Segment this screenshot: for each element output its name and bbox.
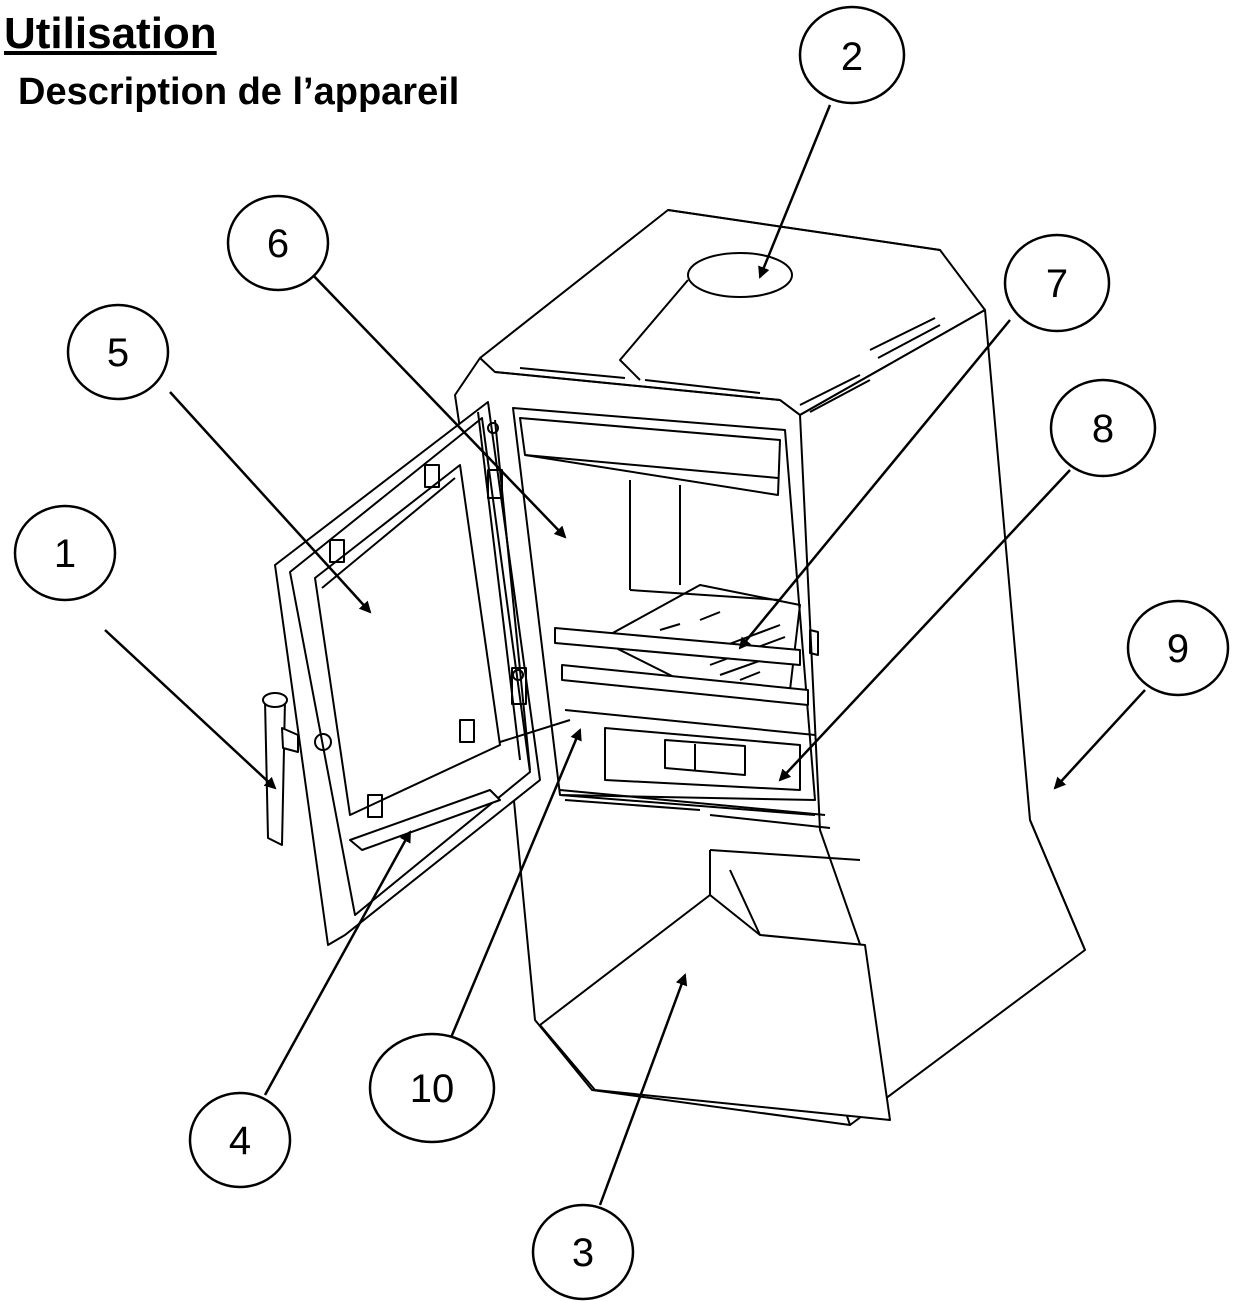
callout-label-6: 6 xyxy=(267,222,289,266)
callout-6: 6 xyxy=(226,194,330,292)
callout-2: 2 xyxy=(798,5,906,105)
callout-7: 7 xyxy=(1003,233,1111,333)
ash-pan xyxy=(604,727,801,791)
leader-1 xyxy=(104,629,277,790)
callout-label-5: 5 xyxy=(107,331,129,375)
door-handle xyxy=(262,692,299,846)
leader-8 xyxy=(778,469,1071,782)
callout-label-7: 7 xyxy=(1046,262,1068,306)
door xyxy=(274,401,571,946)
firebox xyxy=(512,407,819,816)
callout-label-4: 4 xyxy=(229,1119,251,1163)
log-store xyxy=(539,789,891,1121)
leader-6 xyxy=(309,271,567,539)
grate xyxy=(599,584,801,691)
callout-8: 8 xyxy=(1049,378,1157,478)
callout-5: 5 xyxy=(66,303,170,401)
leader-7 xyxy=(738,319,1011,650)
leader-4 xyxy=(263,830,412,1096)
leader-3 xyxy=(598,973,688,1206)
callout-label-8: 8 xyxy=(1092,407,1114,451)
callout-label-2: 2 xyxy=(841,35,863,79)
page-subtitle: Description de l’appareil xyxy=(18,71,460,113)
page-title: Utilisation xyxy=(4,9,217,58)
callout-label-10: 10 xyxy=(410,1067,455,1111)
leader-10 xyxy=(448,728,582,1041)
callout-1: 1 xyxy=(13,504,117,602)
callout-4: 4 xyxy=(188,1091,292,1189)
leader-5 xyxy=(169,391,372,614)
flue-collar xyxy=(687,252,793,298)
log-store-opening xyxy=(539,894,891,1121)
leader-2 xyxy=(758,104,832,279)
callout-9: 9 xyxy=(1126,599,1230,697)
callout-10: 10 xyxy=(368,1032,496,1144)
callout-label-1: 1 xyxy=(54,532,76,576)
leader-lines xyxy=(104,104,1146,1206)
leader-9 xyxy=(1053,689,1146,790)
baffle-plate xyxy=(519,417,781,496)
callout-3: 3 xyxy=(531,1203,635,1301)
callout-label-9: 9 xyxy=(1167,627,1189,671)
door-glass xyxy=(314,464,501,816)
callout-label-3: 3 xyxy=(572,1231,594,1275)
air-slide xyxy=(349,789,501,851)
